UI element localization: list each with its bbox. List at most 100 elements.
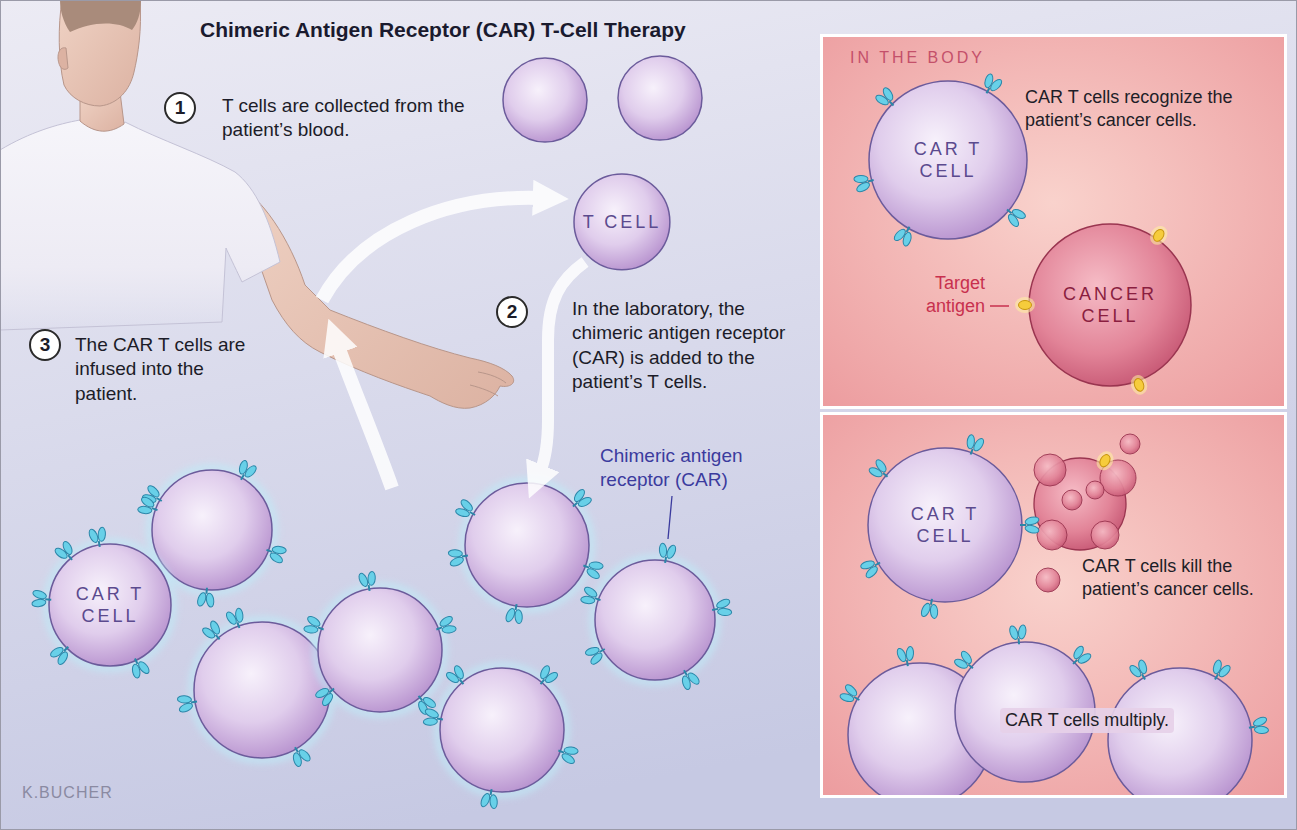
receptor — [1247, 715, 1270, 737]
receptor-stalk — [987, 88, 990, 93]
receptor-lobe — [453, 664, 466, 680]
receptor-lobe — [459, 498, 474, 513]
cancer-fragment — [1034, 454, 1066, 486]
process-arrow — [322, 198, 540, 300]
receptor — [233, 458, 259, 484]
receptor — [1207, 658, 1233, 684]
car-t-cell-cluster — [136, 458, 733, 810]
cell-membrane — [869, 81, 1027, 239]
cell-membrane — [868, 448, 1022, 602]
receptor-stalk — [907, 660, 908, 666]
cancer-cell: CANCER CELL — [1028, 223, 1192, 387]
receptor-lobe — [98, 527, 106, 541]
receptor-lobe — [717, 608, 731, 616]
receptor-stalk — [191, 701, 197, 702]
receptor — [567, 487, 594, 514]
receptor — [140, 483, 166, 509]
receptor-lobe — [860, 559, 875, 570]
title: Chimeric Antigen Receptor (CAR) T-Cell T… — [200, 18, 686, 42]
receptor-stalk — [875, 563, 880, 566]
receptor-stalk — [205, 588, 208, 594]
antigen-body — [1133, 377, 1146, 392]
t-cell-figure — [503, 58, 587, 142]
receptor-lobe — [243, 464, 258, 479]
receptor-lobe — [881, 86, 894, 102]
cell-membrane — [49, 544, 171, 666]
receptor-lobe — [196, 592, 207, 608]
receptor — [357, 570, 379, 593]
receptor-lobe — [504, 607, 516, 623]
patient-hair — [60, 0, 141, 32]
patient-head — [59, 0, 140, 106]
receptor — [504, 602, 526, 625]
receptor — [200, 618, 227, 645]
receptor — [555, 742, 580, 766]
receptor-stalk — [583, 566, 589, 568]
receptor-lobe — [479, 792, 491, 808]
receptor-lobe — [906, 646, 914, 660]
part-label: Chimeric antigen receptor (CAR) — [600, 444, 810, 493]
receptor-lobe — [1024, 516, 1039, 526]
panel-caption: CAR T cells kill the patient’s cancer ce… — [1082, 555, 1267, 601]
receptor-lobe — [1006, 213, 1020, 229]
receptor — [852, 171, 876, 194]
receptor-lobe — [959, 650, 973, 666]
receptor-lobe — [1137, 659, 1148, 674]
step-text: T cells are collected from the patient’s… — [222, 94, 472, 143]
receptor-lobe — [1018, 624, 1027, 639]
receptor-lobe — [1008, 625, 1019, 641]
receptor — [580, 557, 605, 581]
receptor-lobe — [31, 598, 46, 607]
cancer-fragment — [1037, 520, 1067, 550]
receptor-stalk — [64, 647, 68, 651]
receptor — [48, 640, 75, 667]
receptor — [287, 742, 313, 768]
receptor-lobe — [659, 543, 667, 557]
receptor-stalk — [558, 751, 564, 753]
receptor-lobe — [1077, 652, 1093, 665]
receptor-stalk — [868, 180, 874, 182]
receptor — [87, 526, 109, 549]
receptor-lobe — [205, 593, 214, 608]
receptor-lobe — [892, 227, 907, 242]
receptor — [31, 589, 52, 609]
receptor-stalk — [157, 498, 162, 501]
receptor-stalk — [1142, 674, 1145, 679]
receptor-lobe — [844, 683, 859, 698]
receptor-stalk — [665, 557, 666, 563]
panel-frame — [820, 412, 1287, 798]
receptor — [895, 645, 917, 668]
cancer-fragment — [1120, 434, 1140, 454]
receptor-lobe — [585, 646, 600, 657]
process-arrows — [322, 198, 585, 488]
panel-border — [822, 414, 1286, 797]
car-t-cell-figure — [152, 470, 272, 590]
receptor-lobe — [583, 585, 599, 599]
car-t-cell-figure — [440, 668, 564, 792]
receptor-lobe — [515, 609, 523, 623]
cell-label: CAR T CELL — [898, 138, 998, 183]
receptor-lobe — [314, 687, 330, 700]
receptor-stalk — [595, 598, 601, 600]
receptor-stalk — [907, 227, 910, 232]
receptor-stalk — [45, 598, 51, 601]
receptor-stalk — [712, 609, 718, 610]
receptor-stalk — [541, 679, 545, 684]
antigen-glow — [1146, 223, 1171, 249]
cell-glow — [192, 620, 332, 760]
receptor-stalk — [883, 473, 888, 477]
antigen — [1015, 297, 1035, 313]
receptor-lobe — [854, 175, 868, 182]
panel-border — [822, 36, 1286, 408]
callout-number: 1 — [164, 92, 196, 124]
cell-glow — [593, 558, 717, 682]
receptor — [579, 585, 604, 609]
car-t-cell-outline — [868, 80, 1028, 240]
receptor — [263, 541, 288, 565]
receptor-lobe — [577, 496, 593, 509]
receptor — [479, 787, 501, 810]
receptor-lobe — [681, 675, 692, 690]
leader-line — [668, 496, 672, 539]
receptor-stalk — [1073, 660, 1077, 664]
